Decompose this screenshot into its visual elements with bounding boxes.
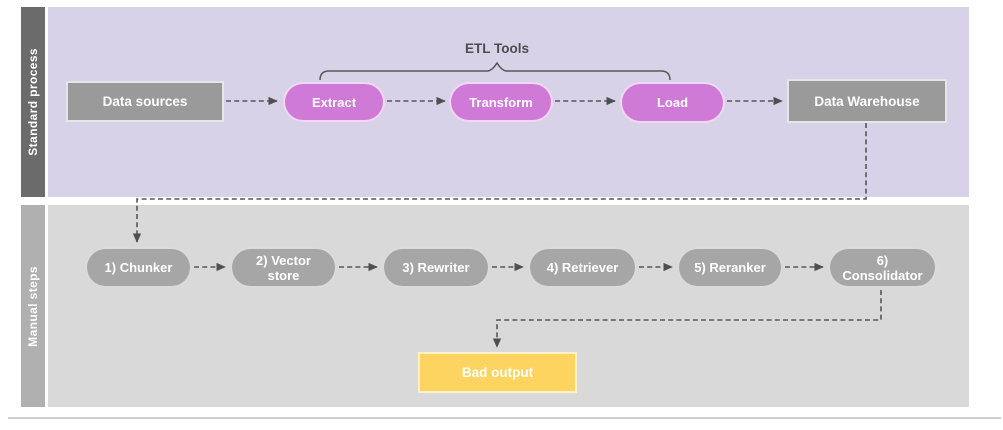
node-data-warehouse: Data Warehouse [787,79,947,123]
node-transform: Transform [449,82,553,122]
lane-header-standard-process: Standard process [21,7,45,197]
node-extract: Extract [283,82,385,122]
lane-label-standard-process: Standard process [26,48,40,156]
node-data-sources: Data sources [66,81,224,122]
etl-tools-annotation: ETL Tools [465,41,529,56]
node-vector-store: 2) Vector store [230,247,337,288]
page-edge-divider [8,417,1001,419]
node-load: Load [620,82,725,123]
node-chunker: 1) Chunker [85,247,192,288]
node-bad-output: Bad output [418,352,577,393]
node-reranker: 5) Reranker [677,247,783,288]
node-retriever: 4) Retriever [528,247,637,288]
lane-label-manual-steps: Manual steps [26,265,40,347]
lane-header-manual-steps: Manual steps [21,205,45,407]
node-rewriter: 3) Rewriter [382,247,490,288]
node-consolidator: 6) Consolidator [828,247,937,288]
